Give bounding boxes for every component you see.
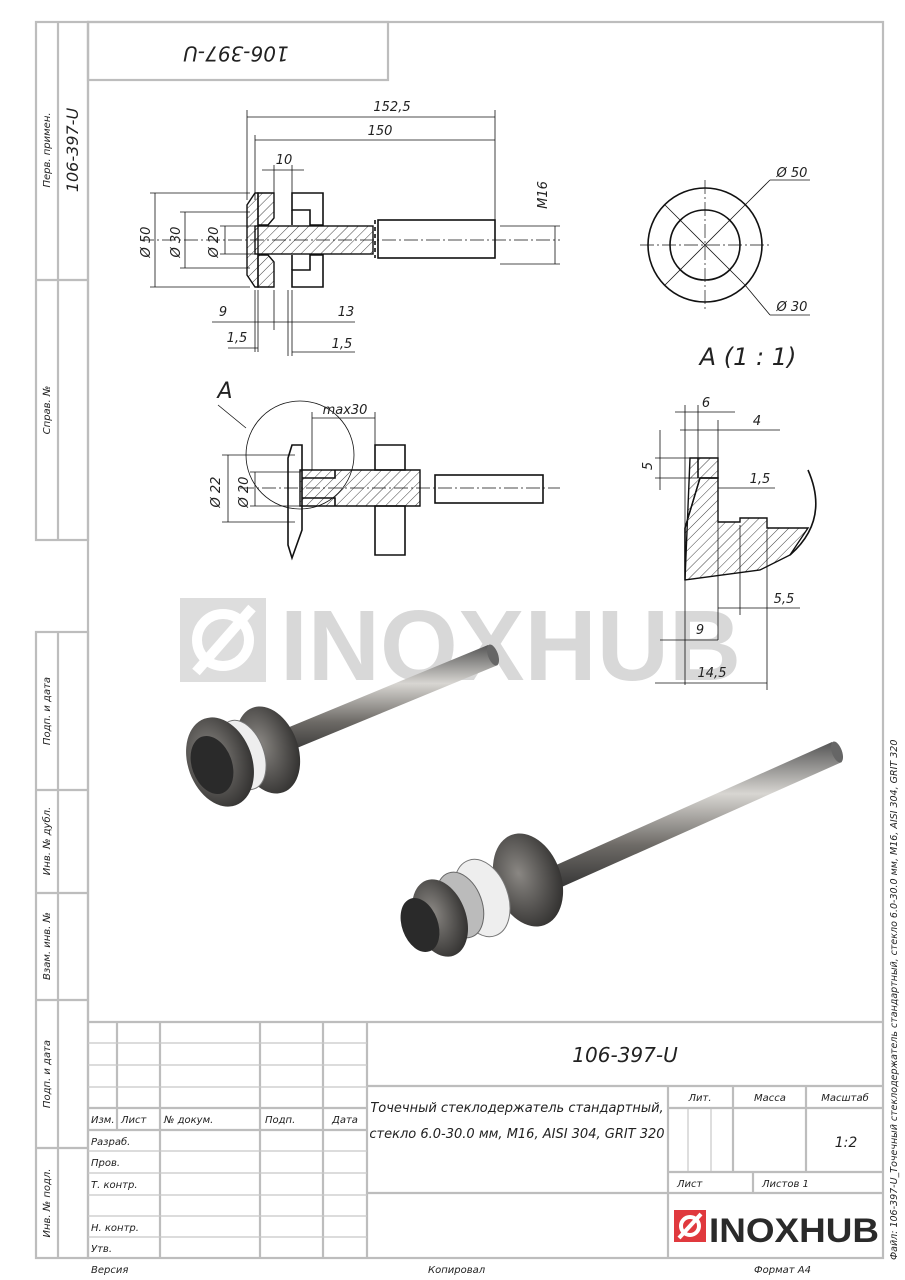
header-change: Изм. xyxy=(91,1115,115,1126)
detail-dim-9: 9 xyxy=(696,623,704,638)
dim-1-5-right: 1,5 xyxy=(332,337,353,352)
detail-dim-4: 4 xyxy=(753,414,761,429)
section-view: A max30 Ø 22 Ø 20 xyxy=(209,379,560,561)
main-view: 152,5 150 10 M16 Ø 50 Ø 30 Ø 20 9 13 1,5… xyxy=(139,100,560,356)
dim-9: 9 xyxy=(219,305,227,320)
strip-orig-inv-label: Инв. № подл. xyxy=(42,1169,53,1238)
detail-dim-1-5: 1,5 xyxy=(750,472,771,487)
description-line-2: стекло 6.0-30.0 мм, M16, AISI 304, GRIT … xyxy=(369,1127,664,1142)
scale-label: Масштаб xyxy=(821,1092,869,1104)
end-dim-dia-30: Ø 30 xyxy=(776,300,808,315)
end-dim-dia-50: Ø 50 xyxy=(776,166,808,181)
footer-version: Версия xyxy=(91,1265,128,1276)
detail-dim-5-5: 5,5 xyxy=(774,592,795,607)
section-dim-dia-22: Ø 22 xyxy=(209,477,224,509)
role-checker: Пров. xyxy=(91,1158,120,1169)
render-exploded xyxy=(400,741,844,957)
watermark-text: INOXHUB xyxy=(280,590,741,702)
strip-first-use-value: 106-397-U xyxy=(63,108,82,193)
detail-title: A (1 : 1) xyxy=(698,343,797,371)
dim-length: 150 xyxy=(368,124,393,139)
section-dim-dia-20: Ø 20 xyxy=(237,477,252,509)
strip-repl-inv-label: Взам. инв. № xyxy=(42,912,53,980)
render-assembled xyxy=(186,644,500,807)
side-file-label: Файл: 106-397-U_Точечный стеклодержатель… xyxy=(889,740,900,1260)
mass-label: Масса xyxy=(754,1093,786,1104)
detail-view: A (1 : 1) 6 4 5 1,5 5,5 9 14,5 xyxy=(641,343,817,690)
title-block-grid xyxy=(88,1020,883,1258)
dim-overall-length: 152,5 xyxy=(373,100,410,115)
scale-value: 1:2 xyxy=(835,1135,858,1151)
section-label: A xyxy=(215,379,232,404)
footer-copied: Копировал xyxy=(428,1265,486,1276)
watermark: INOXHUB xyxy=(180,590,741,702)
lit-label: Лит. xyxy=(687,1093,711,1104)
footer-format: Формат A4 xyxy=(754,1265,811,1276)
role-developer: Разраб. xyxy=(91,1136,130,1148)
dim-13: 13 xyxy=(338,305,355,320)
detail-dim-14-5: 14,5 xyxy=(698,666,727,681)
sheet-label: Лист xyxy=(676,1179,704,1190)
header-date: Дата xyxy=(331,1115,358,1126)
strip-sign-date-label: Подп. и дата xyxy=(42,677,53,745)
dim-dia-30: Ø 30 xyxy=(169,227,184,259)
strip-sign-date-label-2: Подп. и дата xyxy=(42,1040,53,1108)
sheets-label: Листов 1 xyxy=(761,1179,809,1190)
role-approved: Утв. xyxy=(91,1244,112,1255)
detail-dim-5: 5 xyxy=(641,462,656,470)
dim-dia-20: Ø 20 xyxy=(207,227,222,259)
strip-ref-no-label: Справ. № xyxy=(42,386,53,435)
detail-dim-6: 6 xyxy=(702,396,710,411)
header-sheet: Лист xyxy=(120,1115,148,1126)
role-norm-control: Н. контр. xyxy=(91,1223,139,1234)
role-tech-control: Т. контр. xyxy=(91,1180,138,1191)
strip-first-use-label: Перв. примен. xyxy=(42,112,53,187)
sheet-frame xyxy=(34,20,885,1260)
end-view: Ø 50 Ø 30 xyxy=(640,166,810,316)
dim-max30: max30 xyxy=(323,403,368,418)
dim-dia-50: Ø 50 xyxy=(139,227,154,259)
dim-thread: M16 xyxy=(536,181,551,209)
header-signature: Подп. xyxy=(265,1115,295,1126)
description-line-1: Точечный стеклодержатель стандартный, xyxy=(370,1101,663,1116)
designation: 106-397-U xyxy=(572,1043,678,1067)
brand-logo: INOXHUB xyxy=(674,1210,879,1250)
stamp-code: 106-397-U xyxy=(183,42,289,66)
strip-dup-inv-label: Инв. № дубл. xyxy=(41,807,53,875)
header-doc-no: № докум. xyxy=(163,1115,213,1126)
dim-gap: 10 xyxy=(276,153,293,168)
dim-1-5-left: 1,5 xyxy=(227,331,248,346)
logo-text: INOXHUB xyxy=(709,1212,879,1250)
